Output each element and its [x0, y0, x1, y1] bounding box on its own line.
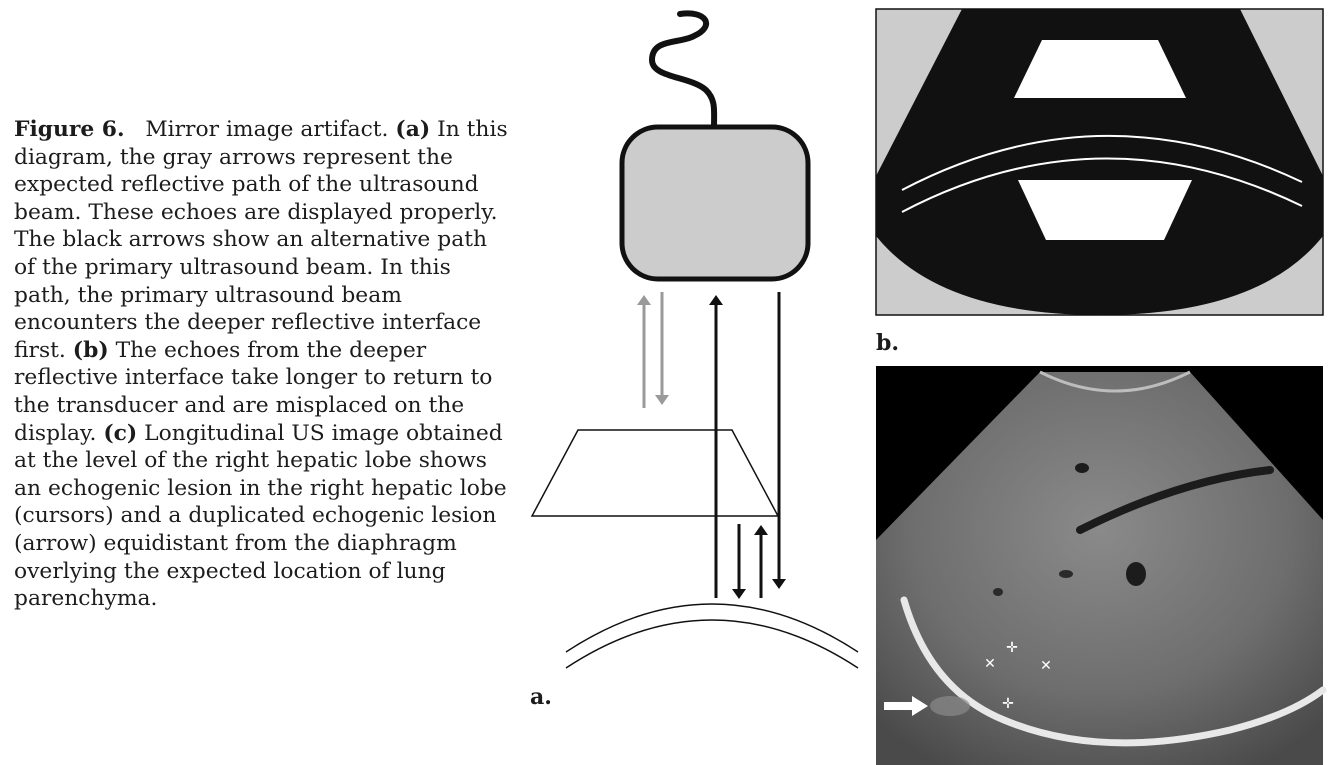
hepatic-vessel-section	[993, 588, 1003, 596]
reflector-mirror	[1018, 180, 1192, 240]
diaphragm-curve-outer	[566, 604, 858, 652]
panel-b-schematic	[876, 9, 1323, 315]
hepatic-vessel-section	[1059, 570, 1073, 578]
transducer-cable	[652, 13, 714, 128]
cursor-marker: ✕	[984, 656, 996, 672]
hepatic-vessel-section	[1075, 463, 1089, 473]
cursor-marker: ✛	[1002, 696, 1014, 712]
hepatic-vessel-section	[1126, 562, 1146, 586]
cursor-marker: ✕	[1040, 658, 1052, 674]
panel-a-diagram	[532, 13, 858, 668]
transducer	[622, 127, 808, 279]
reflector-top	[1014, 40, 1186, 98]
panel-c-ultrasound: ✛ ✕ ✕ ✛	[876, 366, 1323, 765]
cursor-marker: ✛	[1006, 640, 1018, 656]
duplicated-lesion	[930, 696, 970, 716]
reflective-interface-trapezoid	[532, 430, 778, 516]
